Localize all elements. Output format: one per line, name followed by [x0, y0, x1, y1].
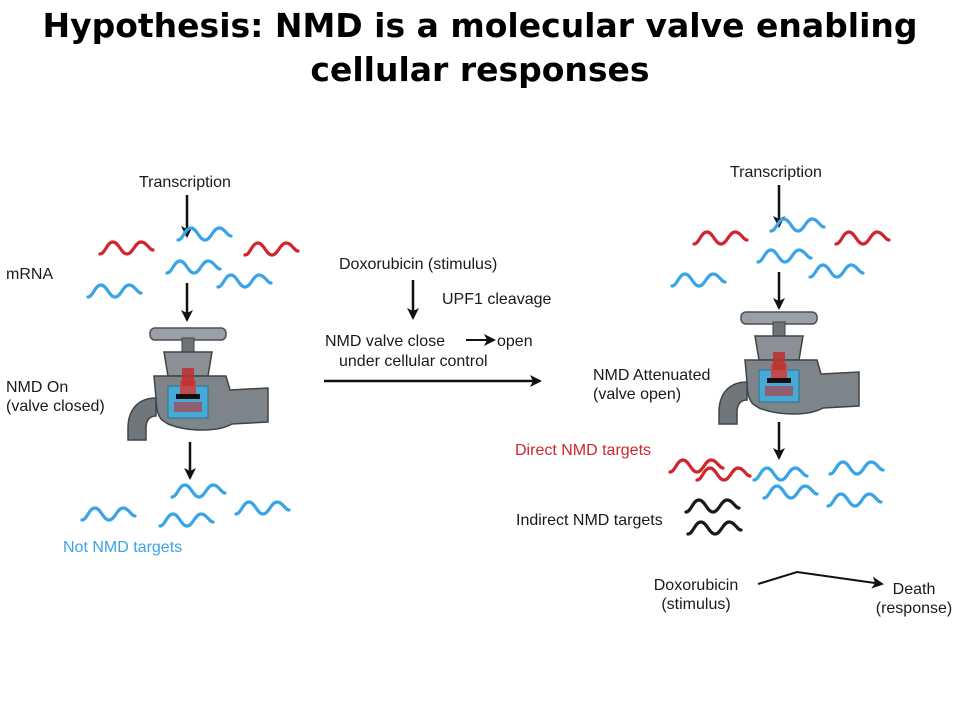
right-transcription-label: Transcription: [730, 164, 822, 181]
stimulus-label: Doxorubicin (stimulus): [339, 256, 498, 273]
r-mrna-blue-3: [670, 272, 727, 288]
mrna-blue-4: [216, 273, 273, 289]
direct-blue-1: [752, 466, 809, 482]
r-mrna-blue-2: [756, 248, 813, 264]
r-mrna-red-1: [692, 230, 749, 246]
mrna-blue-1: [176, 226, 233, 242]
output-blue-2: [234, 500, 291, 516]
r-mrna-blue-4: [808, 263, 865, 279]
mrna-red-2: [243, 241, 300, 257]
r-mrna-blue-1: [769, 217, 826, 233]
nmd-on-line-1: NMD On: [6, 379, 69, 396]
mrna-blue-3: [86, 283, 143, 299]
output-blue-4: [158, 512, 215, 528]
valve-open-label: open: [497, 333, 533, 350]
output-blue-1: [170, 483, 227, 499]
left-transcription-label: Transcription: [139, 174, 231, 191]
valve-close-label: NMD valve close: [325, 333, 446, 350]
upf1-cleavage-label: UPF1 cleavage: [442, 291, 552, 308]
right-output-pool: [668, 458, 885, 536]
nmd-attenuated-line-1: NMD Attenuated: [593, 367, 711, 384]
not-nmd-targets-label: Not NMD targets: [63, 539, 183, 556]
slide-title: Hypothesis: NMD is a molecular valve ena…: [0, 4, 960, 92]
output-blue-3: [80, 506, 137, 522]
r-mrna-red-2: [834, 230, 891, 246]
response-stimulus-line-1: Doxorubicin: [653, 577, 739, 594]
response-arrow: [757, 570, 884, 589]
slide-title-line-1: Hypothesis: NMD is a molecular valve ena…: [42, 6, 918, 45]
direct-nmd-targets-label: Direct NMD targets: [515, 442, 652, 459]
cellular-control-label: under cellular control: [339, 353, 488, 370]
death-response-label: Death (response): [868, 580, 960, 618]
nmd-on-line-2: (valve closed): [6, 398, 105, 415]
left-output-pool: [80, 483, 291, 528]
faucet-closed-image: [127, 327, 269, 441]
death-line-2: (response): [875, 600, 953, 617]
indirect-black-1: [684, 498, 741, 514]
slide-title-line-2: cellular responses: [310, 50, 650, 89]
mrna-label: mRNA: [6, 266, 54, 283]
mrna-blue-2: [165, 259, 222, 275]
direct-red-2: [695, 466, 752, 482]
death-line-1: Death: [892, 581, 936, 598]
response-stimulus-label: Doxorubicin (stimulus): [633, 576, 759, 614]
faucet-open-image: [718, 311, 860, 425]
direct-blue-4: [826, 492, 883, 508]
indirect-nmd-targets-label: Indirect NMD targets: [516, 512, 663, 529]
nmd-attenuated-label: NMD Attenuated (valve open): [593, 366, 710, 404]
left-mrna-pool: [86, 226, 300, 299]
direct-blue-2: [828, 460, 885, 476]
indirect-black-2: [686, 520, 743, 536]
mrna-red-1: [98, 240, 155, 256]
right-mrna-pool: [670, 217, 891, 288]
direct-blue-3: [762, 484, 819, 500]
nmd-attenuated-line-2: (valve open): [593, 386, 682, 403]
response-stimulus-line-2: (stimulus): [661, 596, 731, 613]
nmd-on-label: NMD On (valve closed): [6, 378, 105, 416]
